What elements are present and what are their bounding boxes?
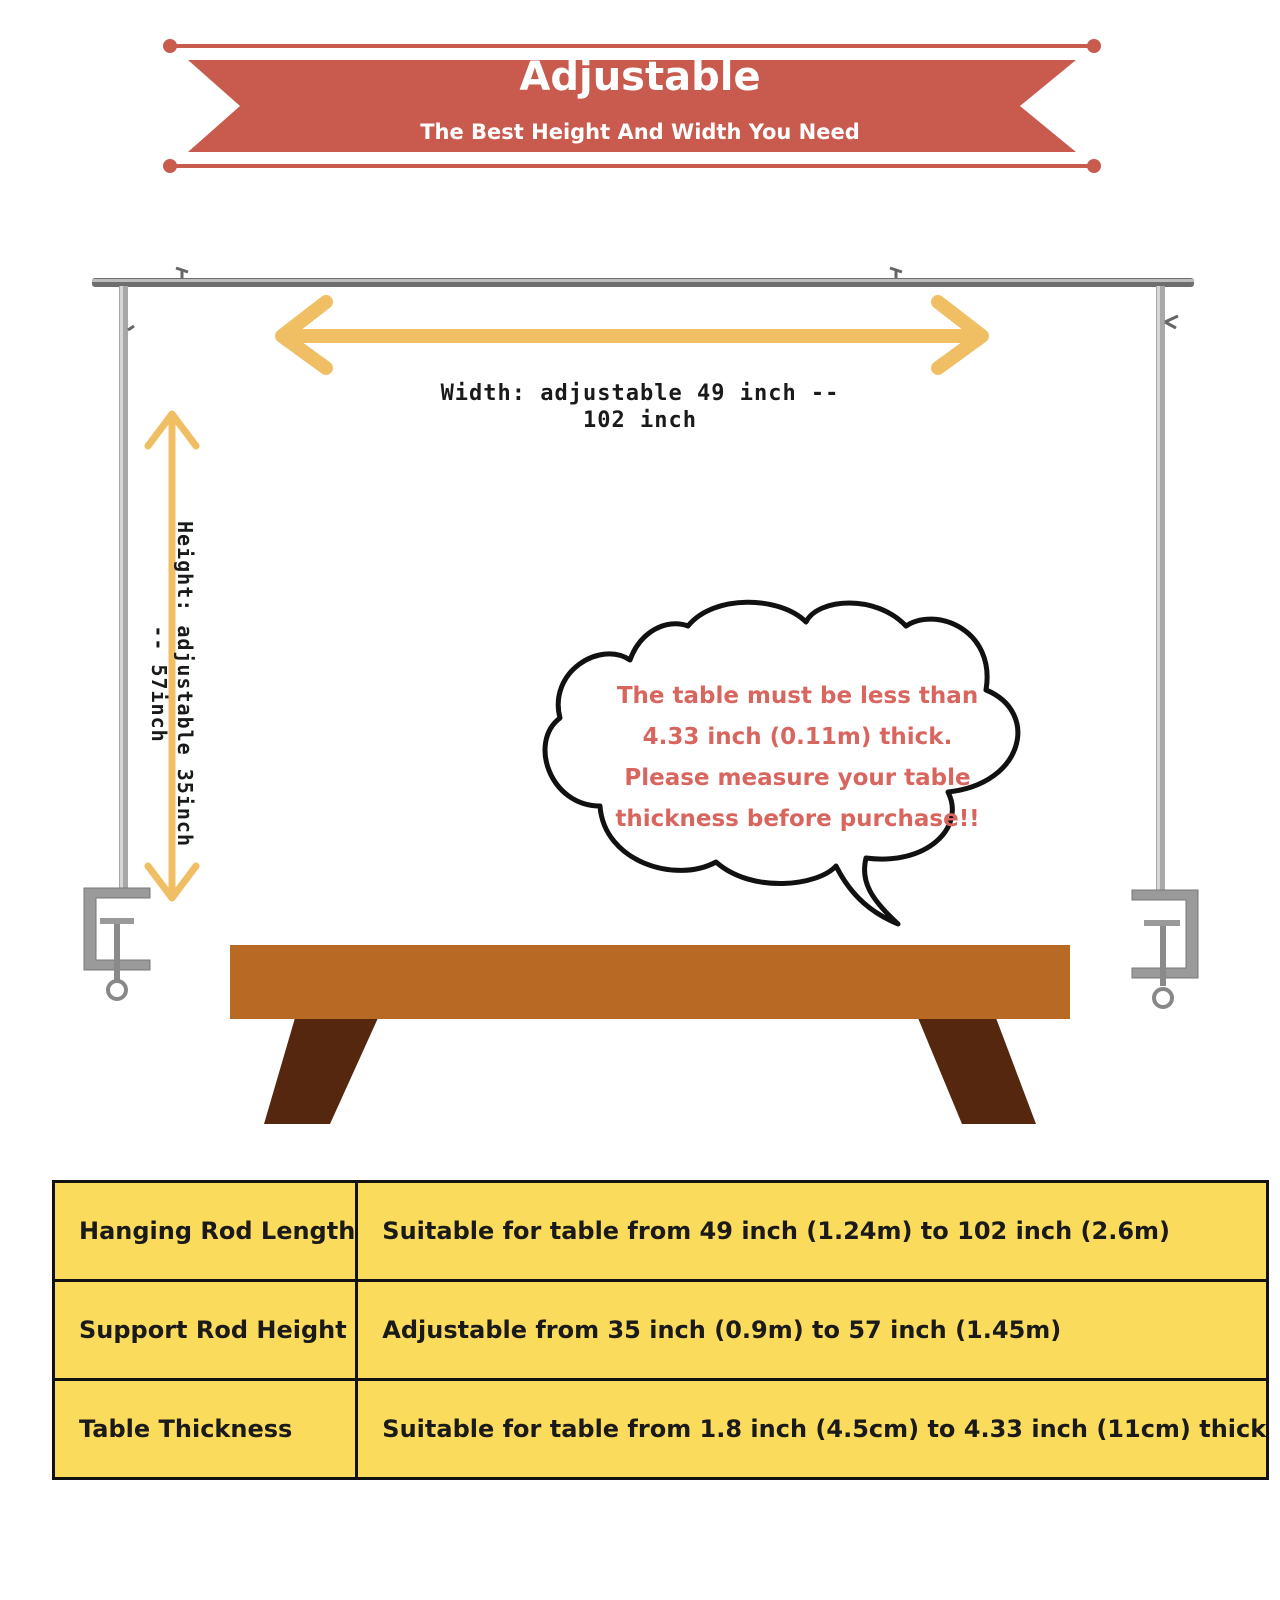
- callout-line: Please measure your table: [624, 765, 971, 791]
- width-arrow: [275, 295, 989, 375]
- spec-label: Table Thickness: [51, 1378, 359, 1480]
- spec-label: Support Rod Height: [51, 1279, 359, 1381]
- callout-line: 4.33 inch (0.11m) thick.: [642, 724, 953, 750]
- table-illustration: [230, 945, 1070, 1124]
- callout-text: The table must be less than 4.33 inch (0…: [610, 676, 985, 840]
- callout-line: The table must be less than: [616, 683, 979, 709]
- height-arrow: [144, 410, 200, 902]
- speech-cloud: [542, 599, 1021, 927]
- spec-value: Adjustable from 35 inch (0.9m) to 57 inc…: [355, 1279, 1270, 1381]
- hanging-rod: [92, 266, 1194, 287]
- callout-line: thickness before purchase!!: [615, 806, 980, 832]
- table-row: Table Thickness Suitable for table from …: [51, 1378, 1270, 1480]
- left-clamp: [83, 887, 151, 1001]
- table-row: Hanging Rod Length Suitable for table fr…: [51, 1180, 1270, 1282]
- banner-subtitle: The Best Height And Width You Need: [420, 120, 860, 144]
- spec-label: Hanging Rod Length: [51, 1180, 359, 1282]
- left-support-rod: [119, 286, 135, 890]
- right-support-rod: [1156, 286, 1179, 892]
- spec-value: Suitable for table from 1.8 inch (4.5cm)…: [355, 1378, 1270, 1480]
- spec-value: Suitable for table from 49 inch (1.24m) …: [355, 1180, 1270, 1282]
- table-row: Support Rod Height Adjustable from 35 in…: [51, 1279, 1270, 1381]
- banner-title: Adjustable: [519, 54, 761, 100]
- banner-ribbon: [163, 39, 1101, 173]
- width-label: Width: adjustable 49 inch -- 102 inch: [440, 381, 840, 433]
- spec-table: Hanging Rod Length Suitable for table fr…: [51, 1180, 1270, 1480]
- right-clamp: [1131, 889, 1199, 1009]
- height-label: Height: adjustable 35inch -- 57inch: [147, 520, 197, 848]
